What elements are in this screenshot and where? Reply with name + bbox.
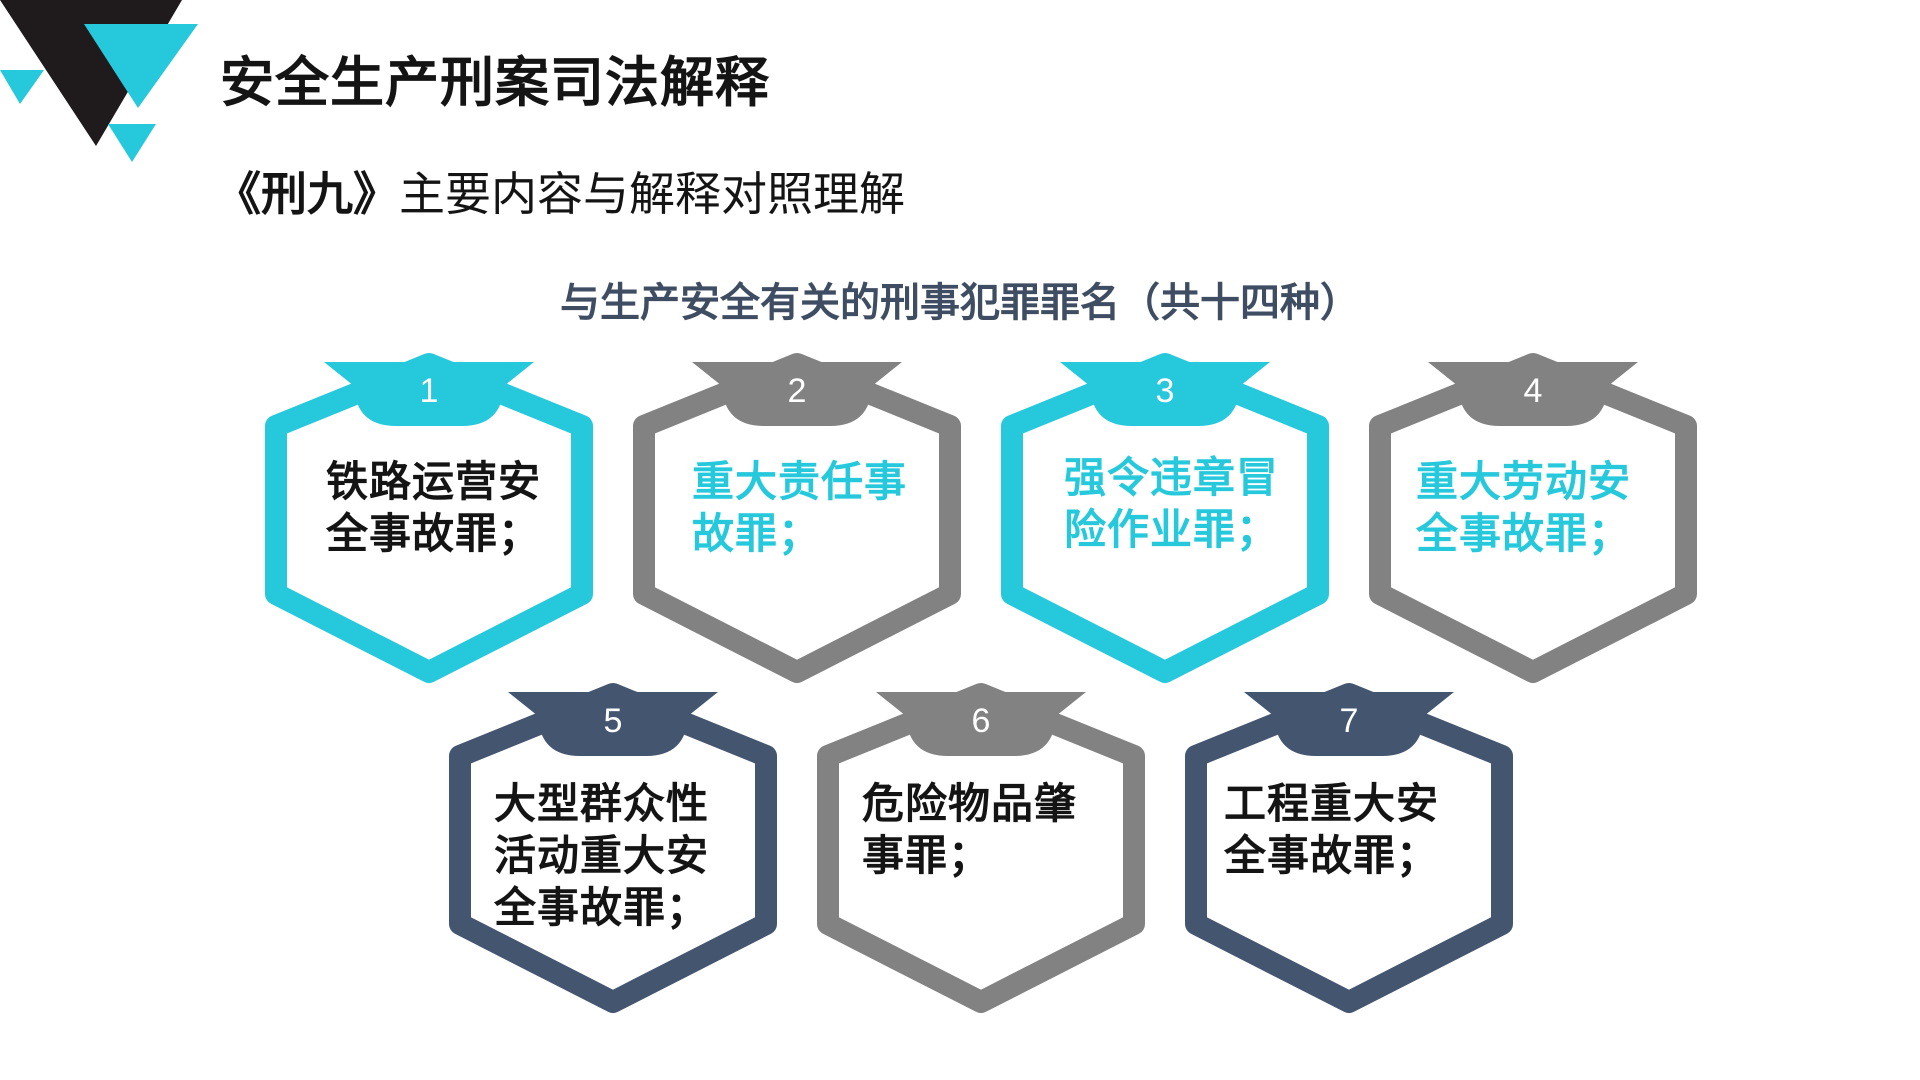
card-number-badge: 4 — [1523, 372, 1543, 410]
card-number-badge: 3 — [1155, 372, 1175, 410]
card-number-badge: 5 — [603, 702, 623, 740]
crime-card-1: 1 铁路运营安 全事故罪； — [264, 344, 594, 690]
page-title: 安全生产刑案司法解释 — [220, 51, 770, 114]
hexagon-frame — [1369, 353, 1697, 683]
crime-card-6: 6 危险物品肇 事罪； — [816, 674, 1146, 1020]
card-number-badge: 2 — [787, 372, 807, 410]
page-subtitle: 《刑九》主要内容与解释对照理解 — [215, 158, 905, 224]
crime-card-2: 2 重大责任事 故罪； — [632, 344, 962, 690]
hexagon-frame — [633, 353, 961, 683]
card-number-badge: 6 — [971, 702, 991, 740]
card-crime-name: 大型群众性 活动重大安 全事故罪； — [494, 779, 710, 932]
hexagon-frame — [1001, 353, 1329, 683]
crime-card-4: 4 重大劳动安 全事故罪； — [1368, 344, 1698, 690]
card-crime-name: 强令违章冒 险作业罪； — [1064, 453, 1280, 554]
card-crime-name: 重大劳动安 全事故罪； — [1416, 457, 1632, 558]
hexagon-frame — [1185, 683, 1513, 1013]
card-crime-name: 铁路运营安 全事故罪； — [326, 457, 542, 558]
triangle-logo — [0, 0, 198, 162]
card-crime-name: 危险物品肇 事罪； — [862, 779, 1078, 880]
crime-card-5: 5 大型群众性 活动重大安 全事故罪； — [448, 674, 778, 1020]
crime-card-7: 7 工程重大安 全事故罪； — [1184, 674, 1514, 1020]
card-number-badge: 7 — [1339, 702, 1359, 740]
section-heading: 与生产安全有关的刑事犯罪罪名（共十四种） — [560, 280, 1360, 326]
subtitle-text: 主要内容与解释对照理解 — [399, 167, 905, 221]
card-number-badge: 1 — [419, 372, 439, 410]
hexagon-frame — [817, 683, 1145, 1013]
card-crime-name: 工程重大安 全事故罪； — [1224, 779, 1440, 880]
card-crime-name: 重大责任事 故罪； — [692, 457, 908, 558]
hexagon-frame — [265, 353, 593, 683]
subtitle-book-title: 《刑九》 — [215, 167, 399, 221]
hexagon-frame — [449, 683, 777, 1013]
crime-card-3: 3 强令违章冒 险作业罪； — [1000, 344, 1330, 690]
